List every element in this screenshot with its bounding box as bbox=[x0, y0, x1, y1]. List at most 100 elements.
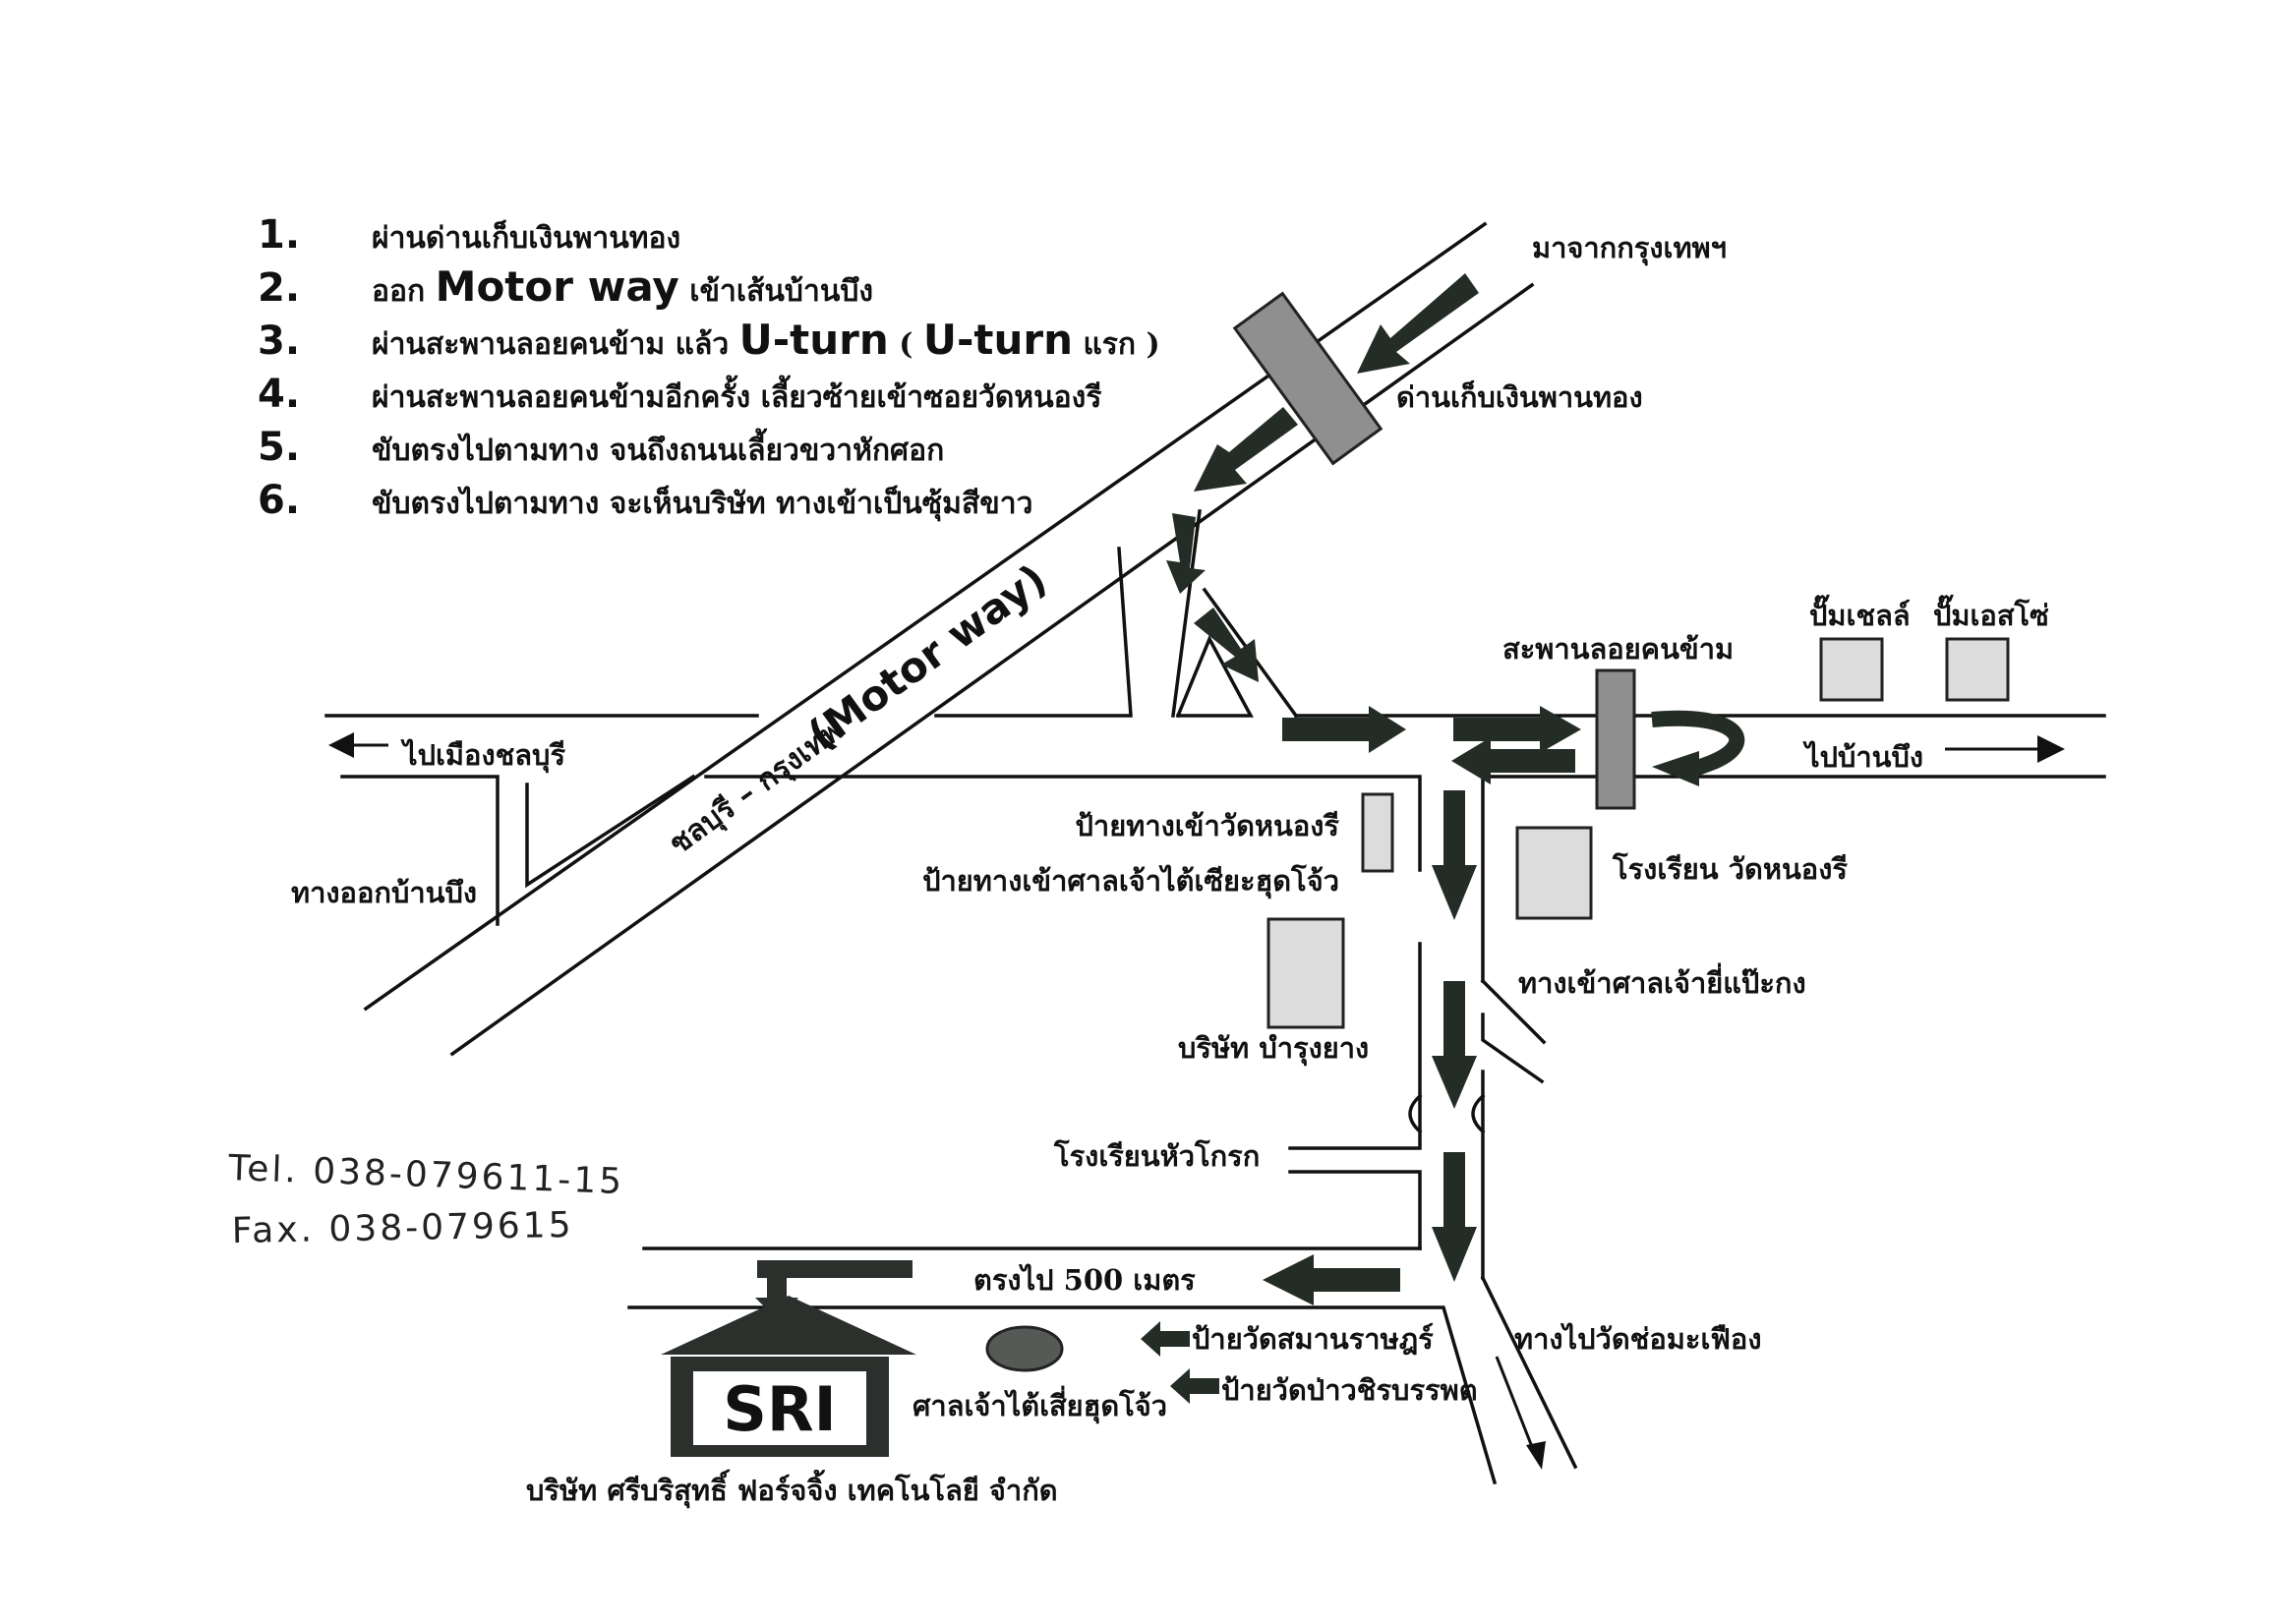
arrow-west-after-uturn bbox=[1451, 737, 1575, 784]
step-number: 6. bbox=[258, 478, 300, 523]
label-bamrung-yang: บริษัท บำรุงยาง bbox=[1178, 1031, 1369, 1066]
step-number: 3. bbox=[258, 319, 300, 364]
company-road-south-edge bbox=[627, 1305, 1498, 1485]
ramp-triangle bbox=[1175, 634, 1254, 719]
label-shrine-sign: ป้ายทางเข้าศาลเจ้าไต้เซียะฮุดโจ้ว bbox=[922, 863, 1339, 898]
arrow-sign-wat-saman bbox=[1141, 1321, 1190, 1357]
label-wat-pa-sign: ป้ายวัดป่าวชิรบรรพต bbox=[1221, 1373, 1478, 1407]
speed-bump-east bbox=[1471, 1093, 1486, 1134]
wat-so-road-east bbox=[1480, 1275, 1578, 1470]
step-keyword: Motor way bbox=[436, 262, 679, 311]
direction-step: 4. ผ่านสะพานลอยคนข้ามอีกครั้ง เลี้ยวซ้ายเ… bbox=[258, 372, 1101, 417]
label-wat-saman-sign: ป้ายวัดสมานราษฎร์ bbox=[1192, 1322, 1434, 1356]
direction-step: 6. ขับตรงไปตามทาง จะเห็นบริษัท ทางเข้าเป็… bbox=[258, 478, 1032, 523]
label-shrine: ศาลเจ้าไต้เสี่ยฮุดโจ้ว bbox=[913, 1385, 1167, 1423]
main-road-south-edge-mid bbox=[704, 775, 1422, 872]
label-wat-nong-ri-sign: ป้ายทางเข้าวัดหนองรี bbox=[1076, 809, 1340, 842]
wat-nong-ri-sign-box bbox=[1361, 792, 1394, 873]
contact-info: Tel. 038-079611-15 Fax. 038-079615 bbox=[227, 1148, 625, 1251]
direction-step: 1. ผ่านด่านเก็บเงินพานทอง bbox=[258, 212, 680, 258]
soi-west-edge-upper bbox=[1288, 942, 1422, 1150]
label-wat-nong-ri-school: โรงเรียน วัดหนองรี bbox=[1612, 851, 1848, 886]
label-to-chonburi: ไปเมืองชลบุรี bbox=[400, 738, 565, 773]
label-from-bangkok: มาจากกรุงเทพฯ bbox=[1532, 231, 1727, 265]
directions-list: 1. ผ่านด่านเก็บเงินพานทอง 2. ออก Motor way … bbox=[258, 212, 1160, 523]
step-text: ขับตรงไปตามทาง จะเห็นบริษัท ทางเข้าเป็นซ… bbox=[372, 485, 1032, 522]
arrow-past-toll bbox=[1194, 407, 1298, 492]
step-phrase: ออก bbox=[372, 274, 436, 309]
step-keyword: U-turn bbox=[923, 316, 1073, 364]
label-ban-bueng-exit: ทางออกบ้านบึง bbox=[291, 876, 477, 909]
arrow-west-to-company bbox=[1263, 1254, 1400, 1305]
step-phrase: ขับตรงไปตามทาง จนถึงถนนเลี้ยวขวาหักศอก bbox=[372, 428, 944, 468]
shell-station-box bbox=[1819, 637, 1884, 702]
soi-west-edge-lower bbox=[1288, 1170, 1422, 1250]
step-text: ผ่านด่านเก็บเงินพานทอง bbox=[372, 219, 680, 256]
step-phrase: ผ่านด่านเก็บเงินพานทอง bbox=[372, 219, 680, 256]
label-motorway-name: (Motor way) bbox=[799, 554, 1056, 759]
speed-bump-west bbox=[1408, 1093, 1423, 1134]
label-toll-booth: ด่านเก็บเงินพานทอง bbox=[1396, 379, 1643, 414]
step-number: 2. bbox=[258, 265, 300, 311]
yi-pae-kong-branch-south bbox=[1481, 1013, 1545, 1084]
step-number: 1. bbox=[258, 212, 300, 258]
label-footbridge: สะพานลอยคนข้าม bbox=[1502, 632, 1734, 666]
step-phrase: ผ่านสะพานลอยคนข้าม แล้ว bbox=[372, 327, 739, 362]
step-phrase: ( bbox=[889, 327, 923, 362]
arrow-sign-wat-pa bbox=[1170, 1368, 1219, 1404]
main-road-south-edge-west bbox=[340, 775, 500, 926]
step-number: 5. bbox=[258, 425, 300, 470]
esso-station-box bbox=[1945, 637, 2010, 702]
chonburi-exit-ramp bbox=[934, 547, 1133, 718]
toll-booth bbox=[1232, 291, 1383, 466]
step-phrase: เข้าเส้นบ้านบึง bbox=[679, 274, 873, 309]
fax-number: Fax. 038-079615 bbox=[231, 1205, 573, 1251]
step-phrase: ผ่านสะพานลอยคนข้ามอีกครั้ง เลี้ยวซ้ายเข้… bbox=[372, 375, 1101, 415]
sri-logo-text: SRI bbox=[723, 1373, 836, 1445]
label-company-name: บริษัท ศรีบริสุทธิ์ ฟอร์จจิ้ง เทคโนโลยี … bbox=[526, 1469, 1058, 1508]
step-number: 4. bbox=[258, 372, 300, 417]
label-hua-khrok-school: โรงเรียนหัวโกรก bbox=[1053, 1138, 1260, 1173]
arrow-to-ban-bueng bbox=[1945, 735, 2065, 763]
label-esso-station: ปั๊มเอสโซ่ bbox=[1933, 594, 2049, 632]
label-to-ban-bueng: ไปบ้านบึง bbox=[1802, 740, 1923, 774]
wat-nong-ri-school-box bbox=[1515, 826, 1593, 920]
direction-step: 5. ขับตรงไปตามทาง จนถึงถนนเลี้ยวขวาหักศอก bbox=[258, 425, 944, 470]
label-yi-pae-kong: ทางเข้าศาลเจ้ายี่แป๊ะกง bbox=[1518, 962, 1806, 1000]
map-labels: มาจากกรุงเทพฯ ด่านเก็บเงินพานทอง สะพานลอ… bbox=[291, 231, 2049, 1508]
tel-number: Tel. 038-079611-15 bbox=[227, 1148, 625, 1202]
ban-bueng-exit-ramp bbox=[525, 774, 696, 889]
footbridge-marker bbox=[1595, 668, 1636, 810]
step-keyword: U-turn bbox=[739, 316, 889, 364]
step-phrase: แรก ) bbox=[1073, 327, 1160, 362]
step-text: ขับตรงไปตามทาง จนถึงถนนเลี้ยวขวาหักศอก bbox=[372, 428, 944, 468]
sri-building: SRI bbox=[661, 1260, 916, 1457]
label-shell-station: ปั๊มเชลล์ bbox=[1809, 594, 1911, 632]
u-turn-arrow bbox=[1651, 710, 1745, 777]
arrow-ramp-down-2 bbox=[1194, 608, 1259, 682]
arrow-east-1 bbox=[1282, 706, 1406, 753]
bamrung-yang-box bbox=[1266, 917, 1345, 1029]
label-to-wat-so: ทางไปวัดช่อมะเฟือง bbox=[1514, 1322, 1761, 1356]
direction-step: 2. ออก Motor way เข้าเส้นบ้านบึง bbox=[258, 262, 873, 311]
arrow-south-1 bbox=[1432, 790, 1477, 920]
arrow-ramp-down-1 bbox=[1166, 513, 1206, 594]
shrine-marker bbox=[985, 1325, 1064, 1372]
step-phrase: ขับตรงไปตามทาง จะเห็นบริษัท ทางเข้าเป็นซ… bbox=[372, 485, 1032, 522]
u-turn-arrow-head bbox=[1652, 751, 1699, 786]
arrow-to-chonburi bbox=[328, 732, 388, 758]
ramp-west-edge bbox=[1171, 509, 1202, 718]
arrow-to-wat-so bbox=[1495, 1356, 1546, 1470]
label-straight-500m: ตรงไป 500 เมตร bbox=[973, 1263, 1196, 1297]
direction-step: 3. ผ่านสะพานลอยคนข้าม แล้ว U-turn ( U-tur… bbox=[258, 316, 1160, 364]
step-text: ผ่านสะพานลอยคนข้ามอีกครั้ง เลี้ยวซ้ายเข้… bbox=[372, 375, 1101, 415]
arrow-south-2 bbox=[1432, 981, 1477, 1109]
arrow-east-2 bbox=[1453, 706, 1581, 753]
yi-pae-kong-branch bbox=[1480, 978, 1547, 1045]
route-arrows bbox=[328, 273, 2065, 1470]
step-text: ผ่านสะพานลอยคนข้าม แล้ว U-turn ( U-turn … bbox=[372, 316, 1160, 364]
step-text: ออก Motor way เข้าเส้นบ้านบึง bbox=[372, 262, 873, 311]
arrow-from-bangkok bbox=[1357, 273, 1479, 374]
arrow-south-3 bbox=[1432, 1152, 1477, 1282]
